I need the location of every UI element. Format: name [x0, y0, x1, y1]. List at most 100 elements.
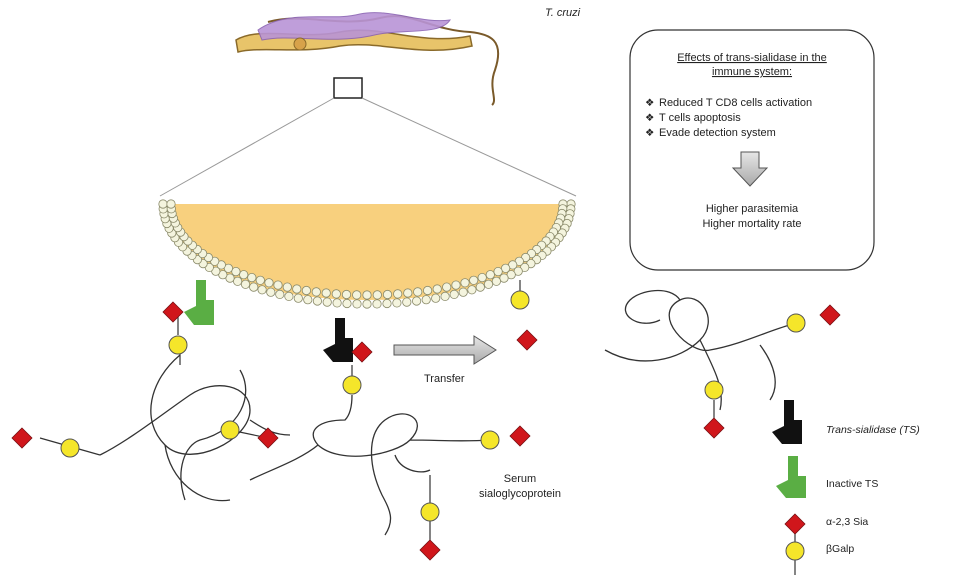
lipid-head: [342, 290, 350, 298]
lipid-head: [443, 283, 451, 291]
lipid-head: [470, 276, 478, 284]
middle-glycoprotein: [250, 365, 490, 545]
legend-inactive-ts-label: Inactive TS: [826, 478, 878, 490]
sia-residue-icon: [785, 514, 805, 534]
effects-title-line2: immune system:: [712, 66, 792, 78]
lipid-head: [274, 281, 282, 289]
organism-label: T. cruzi: [545, 7, 581, 19]
lipid-head: [258, 286, 266, 294]
legend-galp-label: βGalp: [826, 543, 854, 555]
lipid-head: [494, 267, 502, 275]
lipid-head: [459, 288, 467, 296]
bullet-diamond-icon: ❖: [645, 127, 654, 139]
outcome-line2: Higher mortality rate: [702, 218, 801, 230]
right-glycoprotein: [605, 291, 790, 418]
lipid-head: [353, 300, 361, 308]
inactive-ts-enzyme: [184, 280, 214, 325]
lipid-head: [383, 290, 391, 298]
lipid-head: [313, 297, 321, 305]
lipid-head: [373, 291, 381, 299]
lipid-head: [248, 273, 256, 281]
lipid-head: [267, 288, 275, 296]
lipid-head: [433, 285, 441, 293]
bullet-diamond-icon: ❖: [645, 112, 654, 124]
lipid-head: [394, 290, 402, 298]
lipid-head: [276, 290, 284, 298]
lipid-head: [468, 286, 476, 294]
lipid-head: [393, 299, 401, 307]
legend-ts-icon: [772, 400, 802, 444]
legend-ts-label: Trans-sialidase (TS): [826, 424, 920, 436]
lipid-head: [461, 279, 469, 287]
trans-sialidase-enzyme: [323, 318, 353, 362]
lipid-head: [478, 273, 486, 281]
zoom-box: [334, 78, 362, 98]
sia-residue-icon: [352, 342, 372, 362]
sia-residue-icon: [163, 302, 183, 322]
sia-residue-icon: [510, 426, 530, 446]
lipid-head: [250, 283, 258, 291]
lipid-head: [304, 296, 312, 304]
lipid-head: [241, 280, 249, 288]
galp-residue-icon: [787, 314, 805, 332]
bullet-diamond-icon: ❖: [645, 97, 654, 109]
lipid-head: [240, 271, 248, 279]
lipid-head: [333, 299, 341, 307]
lipid-head: [343, 299, 351, 307]
lipid-head: [283, 283, 291, 291]
lipid-head: [414, 288, 422, 296]
left-glycoprotein: [40, 312, 290, 501]
lipid-head: [432, 294, 440, 302]
lipid-head: [293, 285, 301, 293]
effect-bullet-2: T cells apoptosis: [659, 112, 741, 124]
lipid-head: [404, 289, 412, 297]
galp-residue-icon: [221, 421, 239, 439]
sia-residue-icon: [517, 330, 537, 350]
effects-box: Effects of trans-sialidase in the immune…: [630, 30, 874, 270]
lipid-head: [412, 297, 420, 305]
sia-residue-icon: [420, 540, 440, 560]
zoom-lines: [160, 98, 576, 196]
lipid-head: [332, 290, 340, 298]
lipid-head: [383, 299, 391, 307]
lipid-head: [167, 200, 175, 208]
lipid-head: [159, 200, 167, 208]
lipid-head: [302, 286, 310, 294]
lipid-head: [492, 277, 500, 285]
galp-residue-icon: [61, 439, 79, 457]
transfer-label: Transfer: [424, 373, 465, 385]
lipid-head: [323, 298, 331, 306]
galp-residue-icon: [343, 376, 361, 394]
lipid-head: [294, 294, 302, 302]
transfer-arrow-icon: [394, 336, 496, 364]
galp-residue-icon: [169, 336, 187, 354]
effect-bullet-3: Evade detection system: [659, 127, 776, 139]
lipid-head: [486, 271, 494, 279]
lipid-head: [256, 276, 264, 284]
lipid-head: [373, 300, 381, 308]
lipid-head: [452, 281, 460, 289]
lipid-head: [422, 296, 430, 304]
lipid-head: [423, 286, 431, 294]
galp-residue-icon: [421, 503, 439, 521]
lipid-head: [353, 291, 361, 299]
galp-residue-icon: [481, 431, 499, 449]
sia-residue-icon: [12, 428, 32, 448]
sugar-residues: [12, 291, 840, 560]
lipid-head: [363, 291, 371, 299]
lipid-head: [312, 288, 320, 296]
effects-title-line1: Effects of trans-sialidase in the: [677, 52, 827, 64]
lipid-head: [484, 280, 492, 288]
lipid-head: [285, 292, 293, 300]
galp-residue-icon: [705, 381, 723, 399]
t-cruzi-parasite: [236, 13, 498, 105]
lipid-head: [322, 289, 330, 297]
lipid-head: [265, 279, 273, 287]
lipid-head: [441, 292, 449, 300]
serum-label-line2: sialoglycoprotein: [479, 488, 561, 500]
outcome-line1: Higher parasitemia: [706, 203, 799, 215]
serum-label-line1: Serum: [504, 473, 536, 485]
sia-residue-icon: [258, 428, 278, 448]
galp-residue-icon: [786, 542, 804, 560]
